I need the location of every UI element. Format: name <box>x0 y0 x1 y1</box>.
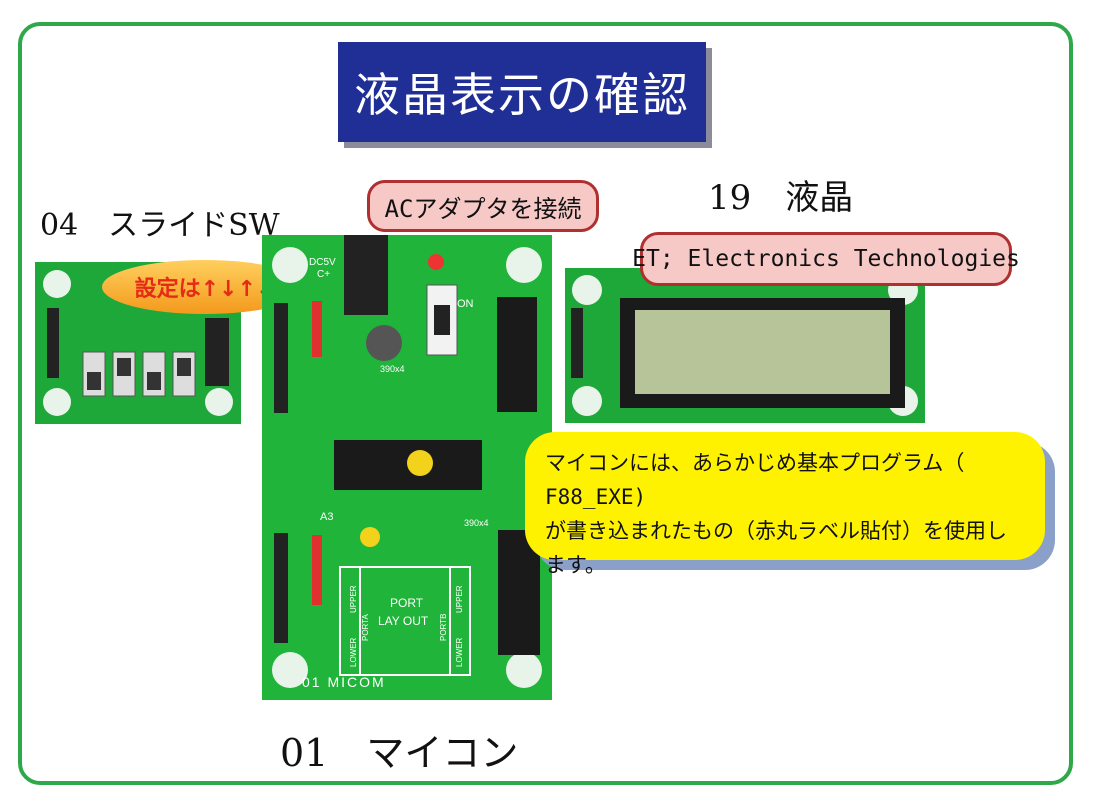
capacitor-icon <box>366 325 402 361</box>
silk-porta: PORTA <box>361 614 370 641</box>
silk-390x4-top: 390x4 <box>380 364 405 374</box>
label-micom: 01 マイコン <box>280 731 519 775</box>
mount-hole-icon <box>272 652 308 688</box>
title-banner: 液晶表示の確認 <box>338 42 706 142</box>
mount-hole-icon <box>272 247 308 283</box>
silk-on: ON <box>457 298 474 310</box>
silk-lower-b: LOWER <box>455 637 464 667</box>
silk-lower-a: LOWER <box>349 637 358 667</box>
silk-portb: PORTB <box>439 614 448 641</box>
silk-a3: A3 <box>320 511 333 523</box>
label-slide-sw: 04 スライドSW <box>40 208 280 243</box>
silk-390x4-bottom: 390x4 <box>464 518 489 528</box>
note-line-2: が書き込まれたもの（赤丸ラベル貼付）を使用します。 <box>545 519 1007 577</box>
mount-hole-icon <box>43 270 71 298</box>
silk-cplus: C+ <box>317 269 330 280</box>
lcd-board <box>565 268 925 423</box>
led-icon <box>428 254 444 270</box>
silk-upper-a: UPPER <box>349 585 358 613</box>
reset-button-icon <box>360 527 380 547</box>
silk-port: PORT <box>390 596 424 610</box>
page-title: 液晶表示の確認 <box>354 68 690 122</box>
silk-micom: 01 MICOM <box>302 674 386 690</box>
mount-hole-icon <box>506 652 542 688</box>
mount-hole-icon <box>506 247 542 283</box>
callout-ac-adapter: ACアダプタを接続 <box>367 180 599 232</box>
micom-board: DC5V C+ ON 390x4 390x4 A3 PORT LAY OUT 0… <box>262 235 552 700</box>
label-lcd: 19 液晶 <box>708 178 854 218</box>
callout-et: ET; Electronics Technologies <box>632 232 1020 286</box>
mount-hole-icon <box>572 275 602 305</box>
callout-note: マイコンには、あらかじめ基本プログラム（ F88_EXE) が書き込まれたもの（… <box>525 432 1045 577</box>
mount-hole-icon <box>205 388 233 416</box>
silk-layout: LAY OUT <box>378 614 429 628</box>
silk-upper-b: UPPER <box>455 585 464 613</box>
dc-jack-icon <box>344 235 388 315</box>
red-circle-label-icon <box>407 450 433 476</box>
lcd-screen <box>635 310 890 394</box>
slide-frame <box>18 22 1073 785</box>
mount-hole-icon <box>43 388 71 416</box>
silk-dc5v: DC5V <box>309 257 336 268</box>
note-line-1: マイコンには、あらかじめ基本プログラム（ F88_EXE) <box>545 451 965 509</box>
mount-hole-icon <box>572 386 602 416</box>
